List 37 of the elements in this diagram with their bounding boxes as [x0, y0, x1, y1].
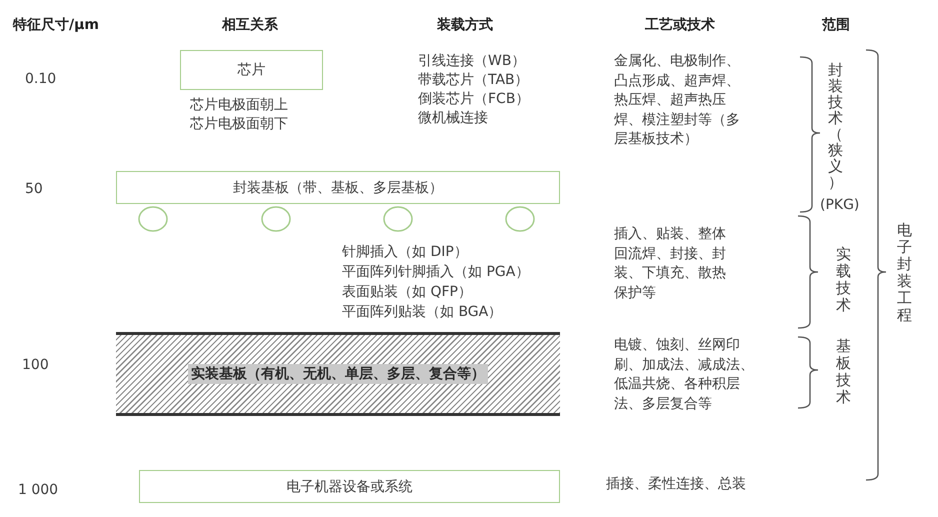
hatched-substrate-band: [116, 332, 560, 416]
mounting-method-text: 带载芯片（TAB）: [418, 71, 529, 90]
solder-ball: [505, 206, 535, 232]
size-value: 50: [25, 180, 43, 199]
column-header: 特征尺寸/μm: [13, 16, 99, 35]
mounting-method-text: 针脚插入（如 DIP）: [342, 243, 468, 262]
mounting-method-text: 表面贴装（如 QFP）: [342, 283, 472, 302]
scope-label: 电子封装工程: [897, 222, 912, 324]
mounting-method-text: 微机械连接: [418, 109, 488, 128]
mounting-method-text: 倒装芯片（FCB）: [418, 90, 530, 109]
size-value: 1 000: [18, 481, 58, 500]
column-header: 装载方式: [437, 16, 493, 35]
mounting-method-text: 平面阵列贴装（如 BGA）: [342, 303, 502, 322]
chip-box: 芯片: [180, 50, 323, 90]
scope-label: 实载技术: [836, 246, 851, 314]
scope-label: (PKG): [820, 196, 860, 215]
size-value: 100: [22, 356, 49, 375]
band-label: 实装基板（有机、无机、单层、多层、复合等）: [188, 364, 488, 384]
system-box: 电子机器设备或系统: [139, 470, 560, 503]
package-substrate-box: 封装基板（带、基板、多层基板）: [116, 171, 560, 204]
mounting-method-text: 引线连接（WB）: [418, 52, 526, 71]
process-text: 金属化、电极制作、凸点形成、超声焊、热压焊、超声热压焊、模注塑封等（多层基板技术）: [614, 52, 741, 149]
relation-text: 芯片电极面朝上: [190, 96, 288, 115]
relation-text: 芯片电极面朝下: [190, 115, 288, 134]
scope-label: 基板技术: [836, 338, 851, 406]
process-text: 插接、柔性连接、总装: [606, 475, 746, 494]
solder-ball: [383, 206, 413, 232]
mounting-method-text: 平面阵列针脚插入（如 PGA）: [342, 263, 530, 282]
solder-ball: [138, 206, 168, 232]
size-value: 0.10: [25, 70, 56, 89]
column-header: 工艺或技术: [645, 16, 715, 35]
column-header: 相互关系: [222, 16, 278, 35]
solder-ball: [261, 206, 291, 232]
process-text: 插入、贴装、整体回流焊、封接、封装、下填充、散热保护等: [614, 225, 727, 302]
process-text: 电镀、蚀刻、丝网印刷、加成法、减成法、低温共烧、各种积层法、多层复合等: [614, 336, 755, 414]
scope-label: 封装技术（狭义）: [828, 62, 843, 190]
column-header: 范围: [822, 16, 850, 35]
